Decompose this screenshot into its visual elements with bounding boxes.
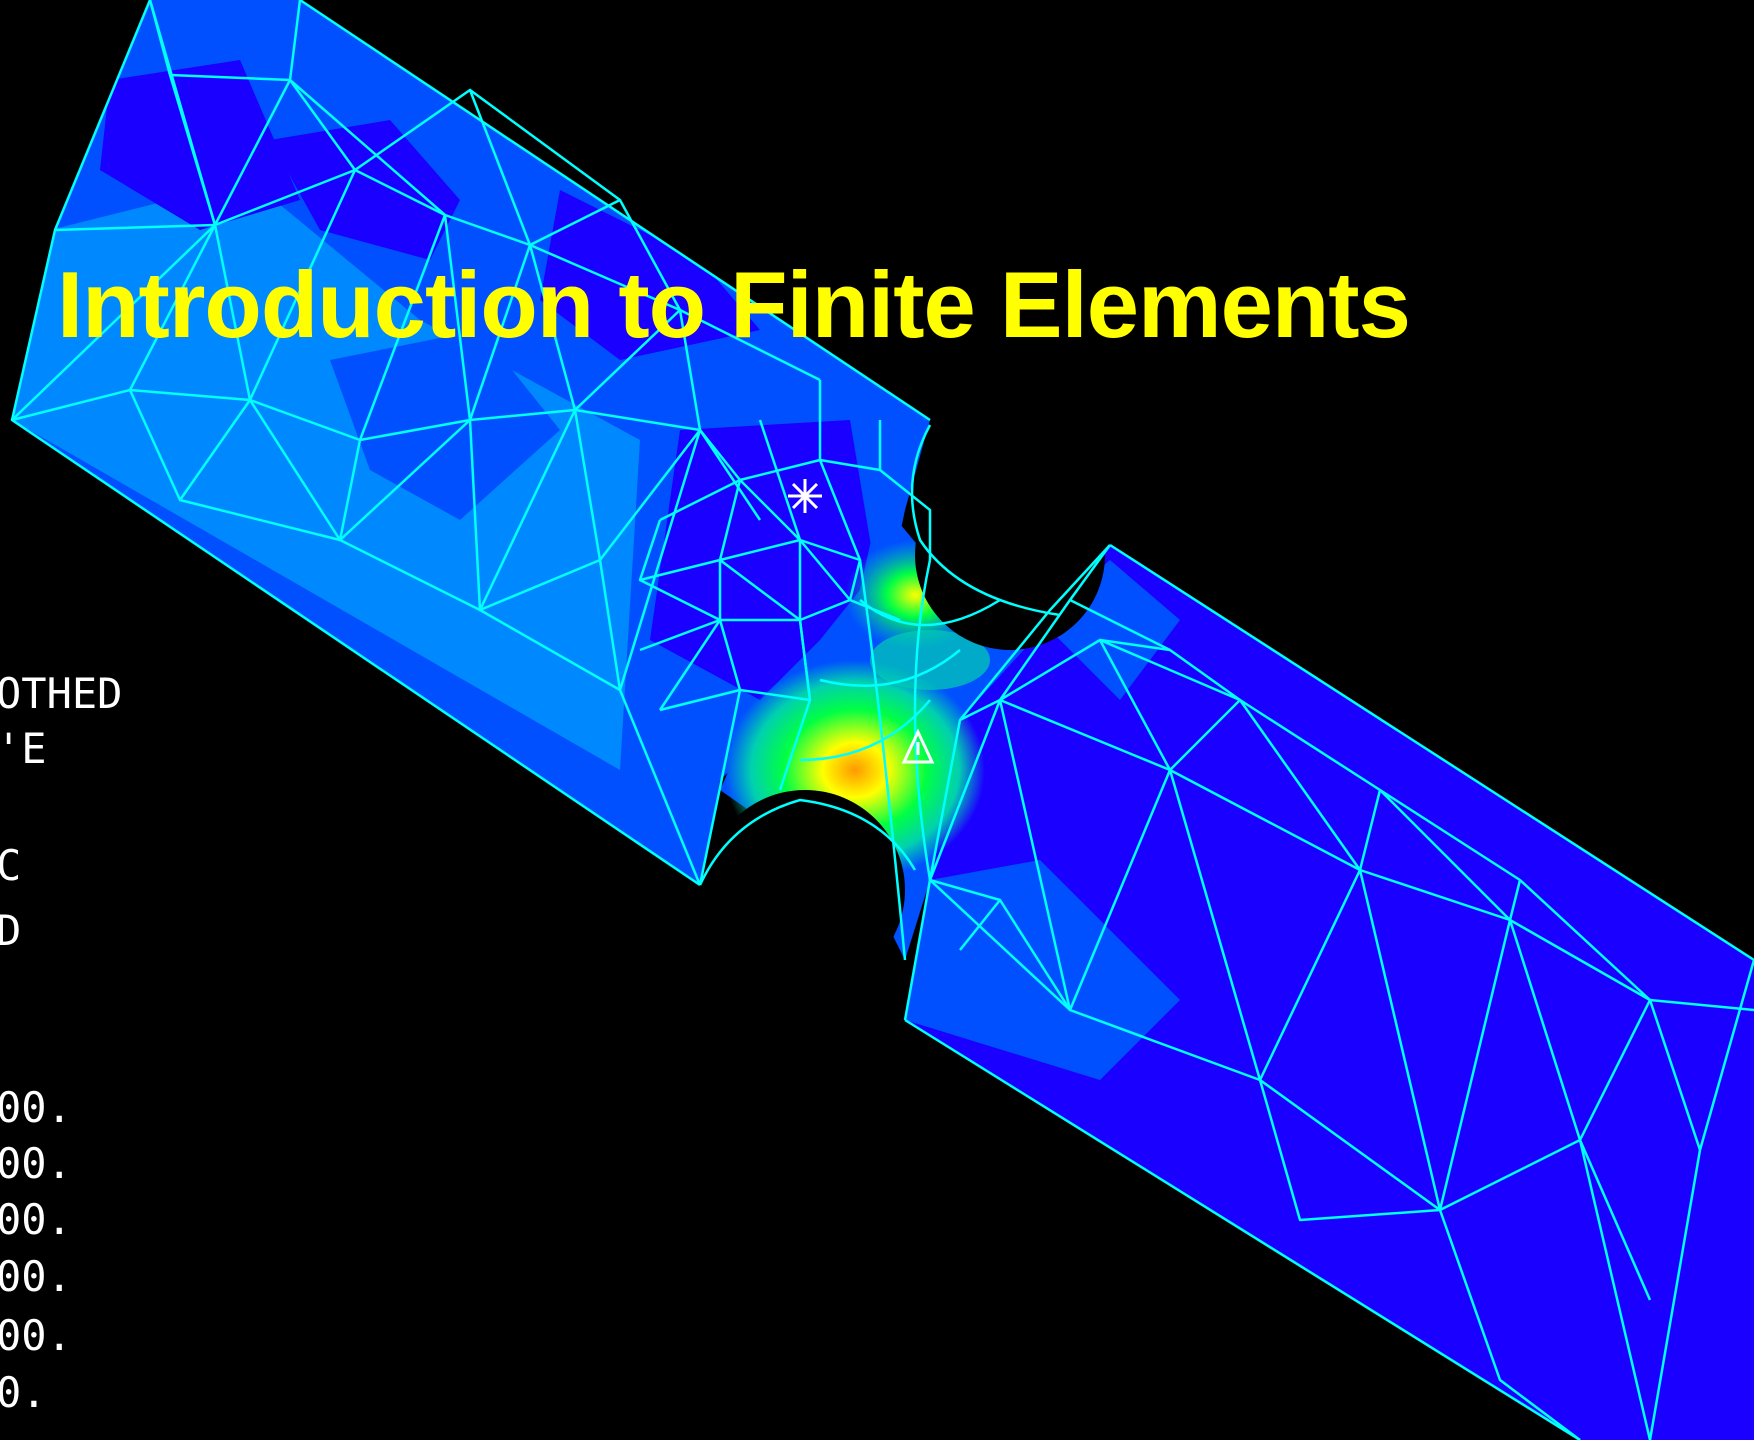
right-strip-body (905, 545, 1754, 1440)
legend-line: 00. (0, 1311, 72, 1360)
mesh-edge (1438, 1209, 1581, 1440)
stress-band (870, 630, 990, 690)
legend-line: 00. (0, 1252, 72, 1301)
mesh-edge (739, 479, 851, 601)
mesh-edge (929, 768, 1262, 1081)
mesh-edge (1358, 789, 1382, 871)
mesh-edge (11, 224, 216, 421)
contour-region (270, 120, 460, 260)
mesh-edge (148, 0, 302, 82)
notch-fan (859, 598, 1001, 627)
notch-fan (858, 559, 907, 961)
contour-region (540, 190, 760, 360)
mesh-edge (639, 598, 851, 652)
mesh-outline (10, 0, 701, 887)
mesh-edge (1258, 1079, 1441, 1222)
mesh-outline (1109, 543, 1754, 962)
mesh-edge (529, 198, 621, 247)
legend-line: 00. (0, 1083, 72, 1132)
slide-title: Introduction to Finite Elements (57, 252, 1411, 357)
mesh-edge (1508, 879, 1522, 921)
mesh-edge (659, 458, 881, 522)
mesh-edge (929, 878, 1001, 902)
contour-region (650, 420, 880, 700)
mesh-edge (573, 409, 701, 562)
notch-upper (915, 460, 1105, 650)
mesh-edge (1169, 699, 1241, 771)
mesh-edge (128, 389, 362, 542)
notch-region (705, 460, 1105, 990)
mesh-edge (1099, 638, 1171, 652)
contour-region (12, 180, 640, 770)
mesh-edge (248, 169, 357, 401)
mesh-edge (479, 428, 762, 692)
mesh-edge (168, 74, 217, 226)
mesh-edge (698, 429, 742, 886)
legend-line: D (0, 906, 22, 955)
mesh-outline (904, 1018, 1581, 1440)
mesh-edge (638, 519, 722, 711)
notch-lower-edge (698, 798, 917, 886)
mesh-edge (1259, 918, 1582, 1212)
notch-lower (705, 790, 905, 990)
notch-upper-edge (910, 424, 1061, 617)
mesh-lines (10, 0, 1754, 1440)
notch-fan (799, 699, 931, 762)
legend-line: 00. (0, 1195, 72, 1244)
mesh-edge (1578, 1139, 1652, 1440)
mesh-outline (299, 0, 931, 422)
notch-fan (913, 559, 932, 881)
min-marker-icon (901, 728, 935, 764)
mesh-edge (289, 79, 446, 216)
mesh-edge (1578, 1139, 1652, 1301)
mesh-edge (999, 698, 1754, 1012)
legend-line: C (0, 841, 22, 890)
legend-line: . (0, 1420, 21, 1440)
legend-line: 00. (0, 1139, 72, 1188)
mesh-edge (339, 409, 577, 612)
max-marker-icon (788, 479, 822, 513)
mesh-edge (959, 638, 1172, 771)
contour-region (100, 60, 300, 230)
mesh-edge (1439, 998, 1702, 1212)
mesh-edge (719, 559, 812, 701)
mesh-edge (128, 224, 217, 391)
mesh-edge (639, 538, 861, 582)
mesh-edge (878, 420, 932, 560)
legend-line: 0. (0, 1368, 47, 1417)
notch-fan (819, 649, 961, 687)
mesh-edge (1069, 868, 1442, 1211)
legend-line: 'E (0, 724, 47, 773)
legend-line: OTHED (0, 669, 123, 718)
